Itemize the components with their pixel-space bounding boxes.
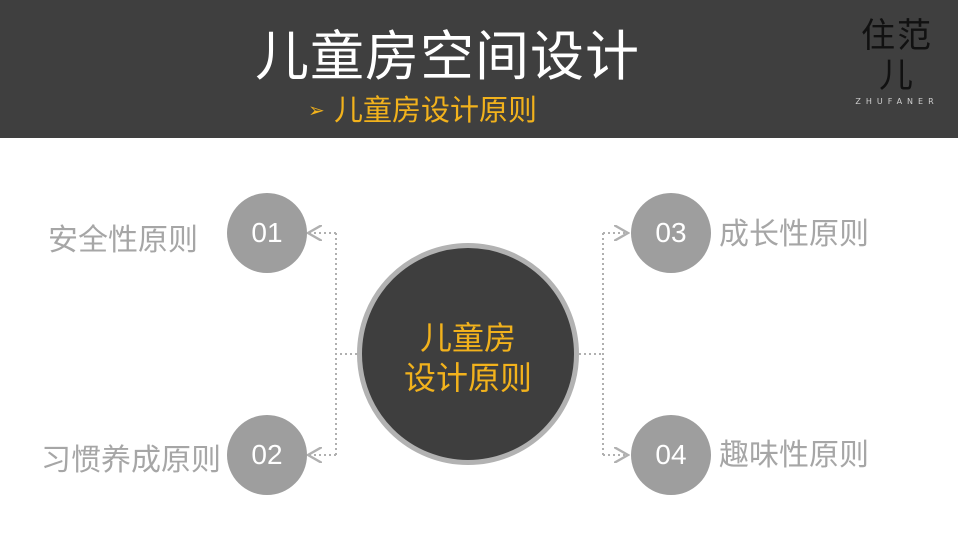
principle-label-habit: 习惯养成原则 xyxy=(41,443,221,478)
center-circle: 儿童房 设计原则 xyxy=(357,243,579,465)
center-title-line-1: 儿童房 xyxy=(419,319,516,357)
center-title-line-2: 设计原则 xyxy=(403,359,532,397)
principle-label-safety: 安全性原则 xyxy=(48,223,198,258)
number-circle-01: 01 xyxy=(227,193,307,273)
principle-label-growth: 成长性原则 xyxy=(719,217,869,252)
number-circle-03: 03 xyxy=(631,193,711,273)
logo-wordmark: ZHUFANER xyxy=(855,97,939,106)
brand-logo: 住范儿 ZHUFANER xyxy=(850,16,944,106)
number-circle-02: 02 xyxy=(227,415,307,495)
subtitle-text: 儿童房设计原则 xyxy=(334,93,538,127)
logo-mark: 住范儿 xyxy=(861,16,933,96)
header-bar: 儿童房空间设计 ➢ 儿童房设计原则 住范儿 ZHUFANER xyxy=(0,0,958,138)
page-title: 儿童房空间设计 xyxy=(255,25,640,88)
section-subtitle: ➢ 儿童房设计原则 xyxy=(308,92,537,128)
arrow-bullet-icon: ➢ xyxy=(308,98,325,122)
center-title: 儿童房 设计原则 xyxy=(362,318,574,398)
principle-label-fun: 趣味性原则 xyxy=(719,438,869,473)
number-circle-04: 04 xyxy=(631,415,711,495)
